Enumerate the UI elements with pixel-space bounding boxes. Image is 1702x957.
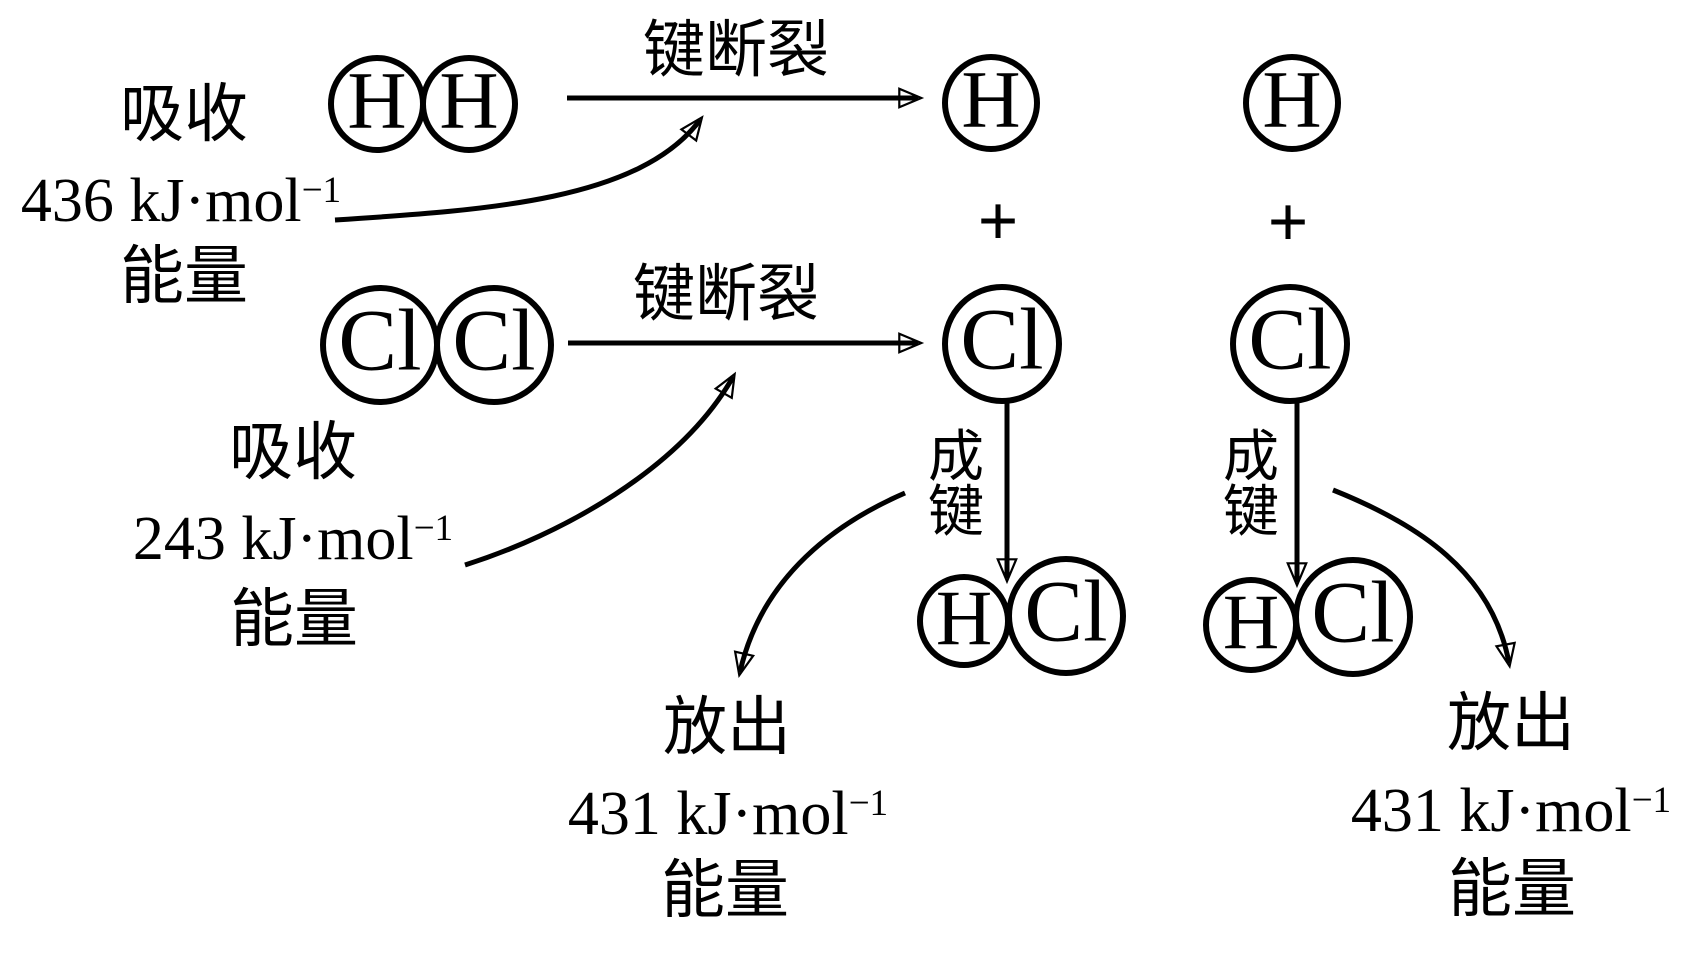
absorb-curve-cl2 — [464, 371, 737, 568]
bond-break-label-h2: 键断裂 — [642, 17, 830, 85]
absorb-curve-h2 — [334, 115, 704, 223]
hcl-right-cl-circle — [1293, 557, 1413, 677]
absorb-h2-action: 吸收 — [120, 79, 248, 150]
absorb-h2-energy-exponent: −1 — [301, 170, 342, 212]
atom-label-cl-right: Cl — [1248, 291, 1332, 389]
release-left-energy: 431 kJ·mol−1 — [568, 783, 888, 845]
absorb-cl2-energy: 243 kJ·mol−1 — [133, 508, 453, 570]
atom-label-hcl-left-h: H — [935, 573, 993, 661]
absorb-cl2-action: 吸收 — [229, 417, 357, 488]
absorb-h2-energy: 436 kJ·mol−1 — [21, 170, 341, 232]
release-left-energy-exponent: −1 — [848, 783, 889, 825]
release-left-action: 放出 — [663, 692, 791, 763]
h2-molecule-circle-right — [420, 55, 518, 153]
atom-label-hcl-right-cl: Cl — [1311, 564, 1395, 662]
bond-break-label-cl2: 键断裂 — [632, 261, 820, 329]
cl-atom-circle-right — [1230, 284, 1350, 404]
absorb-h2-energy-value: 436 kJ·mol — [20, 167, 302, 235]
bond-form-label-right: 成键 — [1222, 427, 1279, 544]
release-right-action: 放出 — [1447, 688, 1575, 759]
h-atom-circle-left — [942, 54, 1040, 152]
cl2-molecule-circle-right — [434, 285, 554, 405]
atom-label-h-right: H — [1262, 53, 1322, 145]
release-curve-left — [733, 490, 906, 678]
cl-atom-circle-left — [942, 284, 1062, 404]
hcl-left-cl-circle — [1006, 556, 1126, 676]
atom-label-h-left: H — [961, 53, 1021, 145]
atom-label-h2-left: H — [347, 54, 407, 146]
plus-sign-right: + — [1267, 182, 1309, 262]
atom-label-cl2-left: Cl — [338, 292, 422, 390]
atom-label-h2-right: H — [439, 54, 499, 146]
absorb-cl2-energy-value: 243 kJ·mol — [132, 505, 414, 573]
atom-label-hcl-left-cl: Cl — [1024, 563, 1108, 661]
bond-form-label-left: 成键 — [927, 427, 984, 544]
atom-label-cl2-right: Cl — [452, 292, 536, 390]
release-right-energy-noun: 能量 — [1448, 854, 1576, 925]
release-curve-right — [1332, 487, 1517, 670]
release-right-energy: 431 kJ·mol−1 — [1351, 780, 1671, 842]
atom-label-cl-left: Cl — [960, 291, 1044, 389]
atom-label-hcl-right-h: H — [1222, 577, 1280, 665]
release-right-energy-exponent: −1 — [1631, 780, 1672, 822]
plus-sign-left: + — [977, 181, 1019, 261]
absorb-cl2-energy-exponent: −1 — [413, 508, 454, 550]
release-left-energy-value: 431 kJ·mol — [567, 780, 849, 848]
absorb-h2-energy-noun: 能量 — [120, 241, 248, 312]
release-left-energy-noun: 能量 — [661, 855, 789, 926]
release-right-energy-value: 431 kJ·mol — [1350, 777, 1632, 845]
h-atom-circle-right — [1243, 54, 1341, 152]
absorb-cl2-energy-noun: 能量 — [230, 584, 358, 655]
